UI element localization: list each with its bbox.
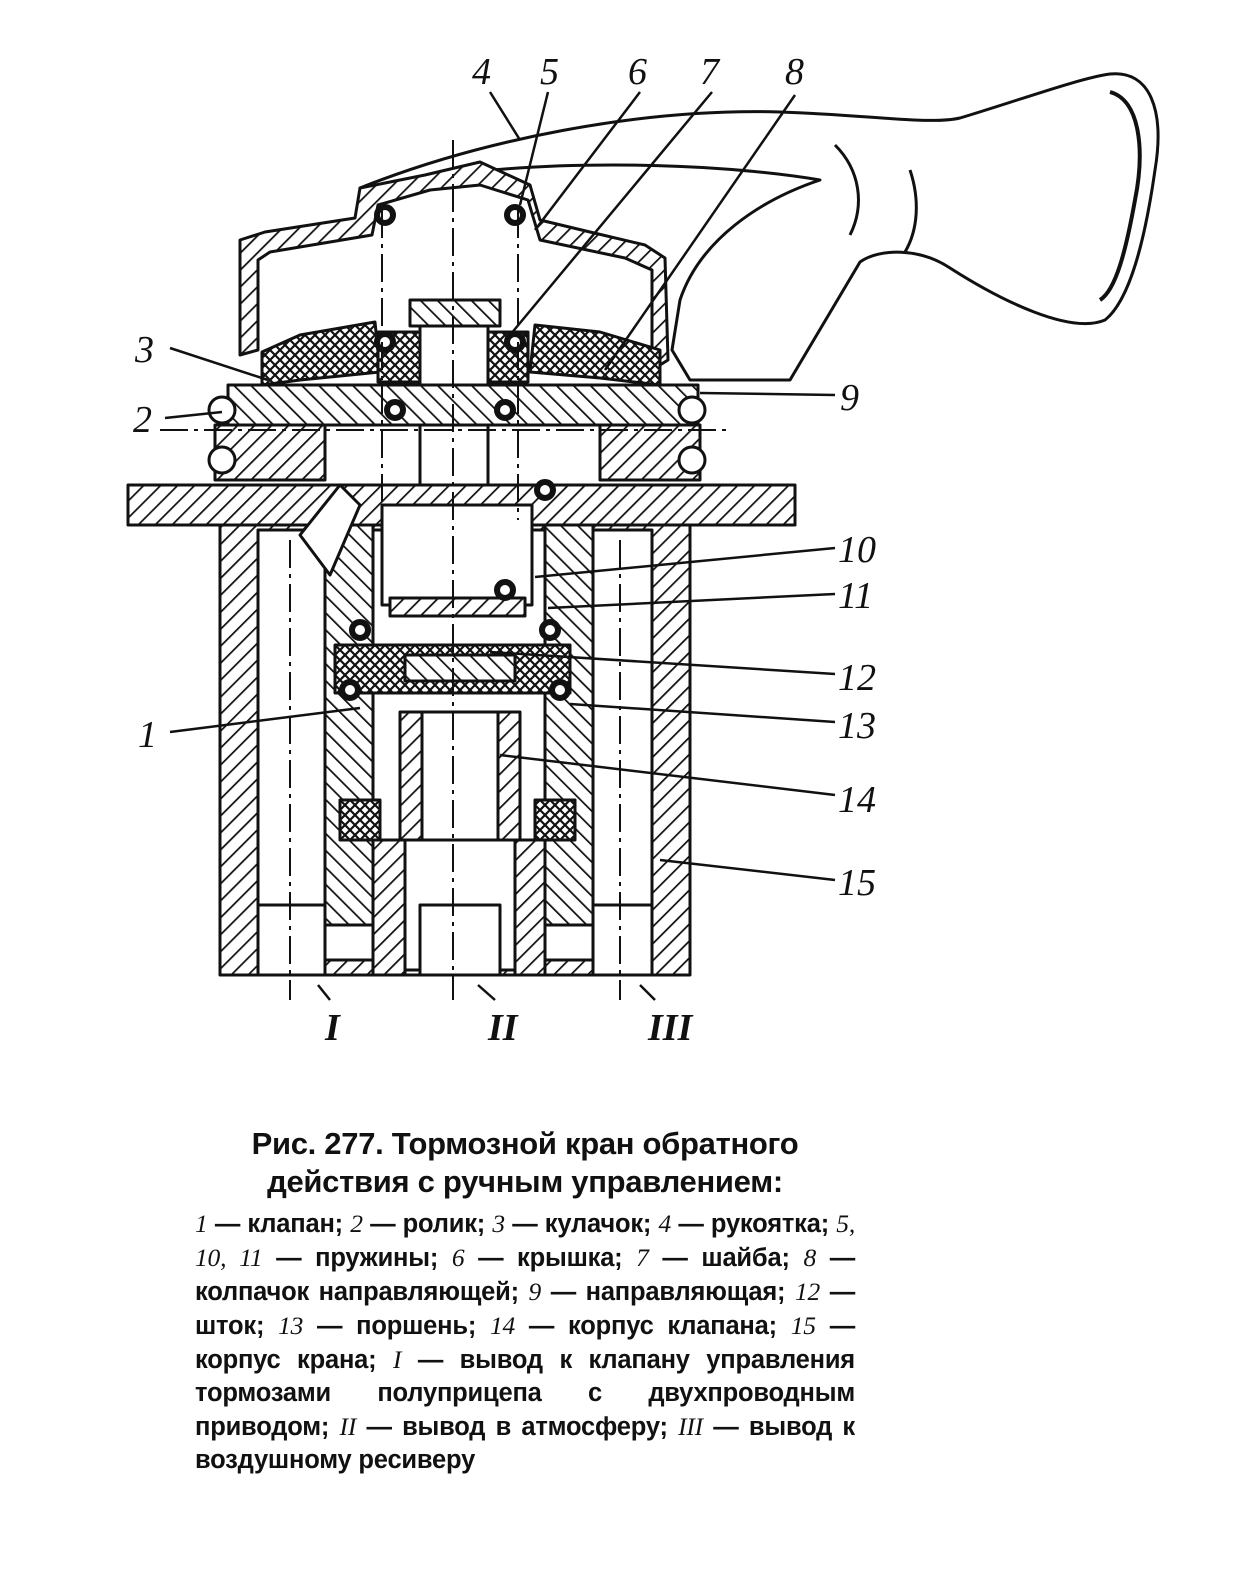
legend-text: — кулачок; [504, 1210, 659, 1238]
valve-housing [418, 710, 502, 842]
legend-num: 12 [794, 1277, 821, 1306]
legend-text: — вывод к воздушному ресиверу [195, 1413, 855, 1474]
label-4: 4 [472, 51, 491, 93]
label-5: 5 [540, 51, 559, 93]
label-9: 9 [840, 377, 859, 419]
legend-num: 5, 10, 11 [195, 1209, 856, 1272]
roller [298, 483, 362, 577]
figure-caption: Рис. 277. Тормозной кран обратного дейст… [195, 1125, 855, 1477]
handle [358, 72, 1160, 382]
label-2: 2 [133, 399, 152, 441]
legend-text: — вывод к клапану управления тормозами п… [195, 1346, 855, 1441]
legend-num: 6 [451, 1243, 465, 1272]
legend-text: — вывод в атмосферу; [356, 1413, 679, 1441]
legend-text: — колпачок направляющей; [195, 1244, 855, 1306]
label-6: 6 [628, 51, 647, 93]
label-3: 3 [134, 329, 154, 371]
label-13: 13 [838, 705, 876, 747]
legend-num: 1 [195, 1209, 208, 1238]
label-11: 11 [838, 575, 873, 617]
caption-title-line-1: Рис. 277. Тормозной кран обратного [251, 1126, 799, 1161]
legend-num: 4 [658, 1209, 672, 1238]
legend-text: — клапан; [207, 1210, 351, 1238]
legend-num: 3 [492, 1209, 505, 1238]
cam-left [260, 320, 382, 387]
legend-text: — корпус крана; [195, 1312, 855, 1374]
cam-right [528, 323, 662, 387]
guide [226, 383, 700, 427]
port-label-2: II [487, 1007, 519, 1049]
label-7: 7 [700, 51, 721, 93]
label-14: 14 [838, 779, 876, 821]
caption-title: Рис. 277. Тормозной кран обратного дейст… [195, 1125, 855, 1201]
label-12: 12 [838, 657, 876, 699]
legend-num: I [393, 1345, 402, 1374]
legend-num: 8 [803, 1243, 816, 1272]
port-label-3: III [647, 1007, 694, 1049]
legend-text: — ролик; [362, 1210, 493, 1238]
label-1: 1 [138, 714, 157, 756]
brake-valve-diagram: 4 5 6 7 8 3 2 9 10 11 12 1 13 14 15 I II… [126, 51, 1160, 1049]
label-10: 10 [838, 529, 876, 571]
legend-num: 13 [278, 1311, 304, 1340]
legend-text: — пружины; [262, 1244, 452, 1272]
legend-num: 14 [489, 1311, 516, 1340]
legend-text: — крышка; [464, 1244, 637, 1272]
legend-text: — шток; [195, 1278, 855, 1340]
caption-legend: 1 — клапан; 2 — ролик; 3 — кулачок; 4 — … [195, 1207, 855, 1477]
port-label-1: I [324, 1007, 341, 1049]
caption-title-line-2: действия с ручным управлением: [267, 1164, 783, 1199]
legend-num: 9 [528, 1277, 542, 1306]
legend-num: III [678, 1412, 703, 1441]
legend-num: II [339, 1412, 357, 1441]
label-8: 8 [785, 51, 804, 93]
legend-num: 15 [790, 1311, 816, 1340]
cover [238, 160, 670, 372]
legend-text: — шайба; [648, 1244, 804, 1272]
legend-text: — направляющая; [541, 1278, 795, 1306]
legend-text: — рукоятка; [671, 1210, 837, 1238]
label-15: 15 [838, 862, 876, 904]
legend-num: 7 [636, 1243, 649, 1272]
legend-num: 2 [350, 1209, 363, 1238]
legend-text: — корпус клапана; [515, 1312, 791, 1340]
legend-text: — поршень; [303, 1312, 490, 1340]
